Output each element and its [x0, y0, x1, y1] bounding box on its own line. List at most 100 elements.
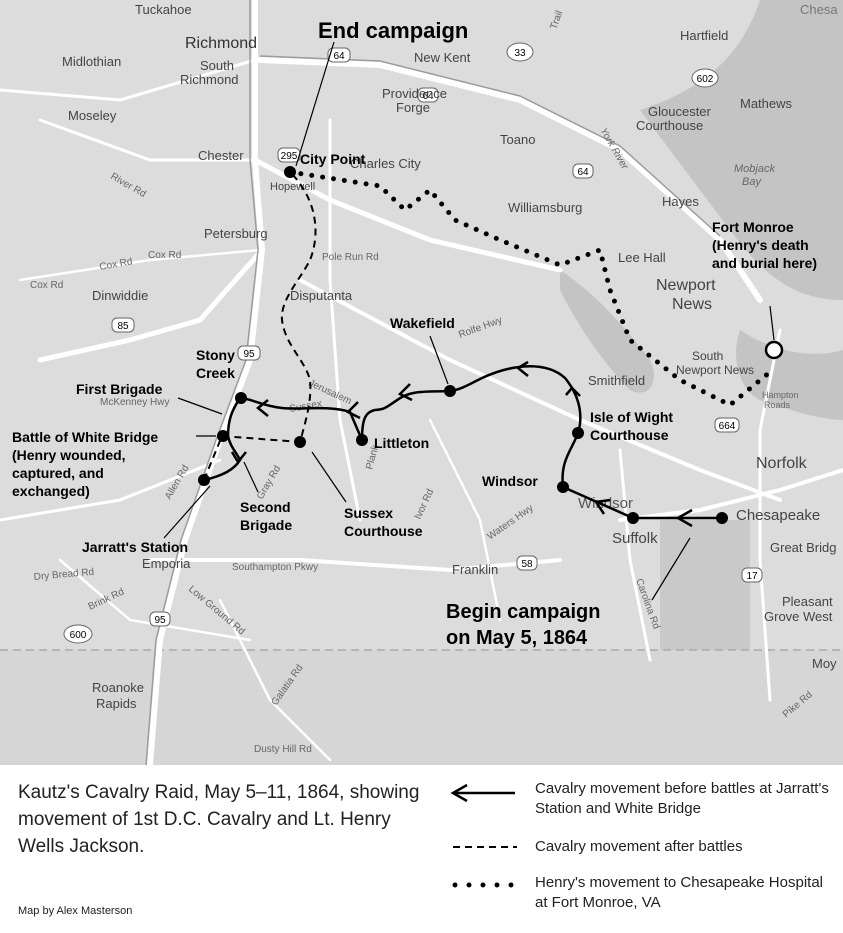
shield-label: 33: [514, 48, 526, 59]
highway-shields: 64 33 602 295 85 95 600 58 17 664 64 64 …: [63, 42, 763, 644]
shield-label: 64: [422, 91, 434, 102]
place-label: Chesa: [800, 2, 838, 17]
shield-label: 95: [154, 615, 166, 626]
sussex-courthouse-label: Sussex Courthouse: [344, 505, 423, 539]
road-label: Pole Run Rd: [322, 252, 379, 263]
shield: 17: [741, 567, 763, 583]
chesapeake-marker: [716, 512, 728, 524]
shield: 33: [506, 42, 534, 62]
place-label: Tuckahoe: [135, 2, 192, 17]
shield-label: 64: [333, 51, 345, 62]
route-arrow-icon: [593, 498, 611, 515]
place-label: Norfolk: [756, 455, 808, 472]
jarratts-station-label: Jarratt's Station: [82, 539, 188, 555]
route-arrow-icon: [565, 386, 581, 397]
shield: 58: [516, 555, 538, 571]
place-label: Lee Hall: [618, 250, 666, 265]
windsor-label: Windsor: [482, 473, 538, 489]
shield-label: 295: [281, 151, 298, 162]
dashed-line-icon: [453, 846, 517, 848]
white-bridge-marker: [217, 430, 229, 442]
place-label: Midlothian: [62, 54, 121, 69]
place-label: Williamsburg: [508, 200, 582, 215]
road-label: Cox Rd: [30, 280, 63, 291]
windsor-marker: [557, 481, 569, 493]
place-label: Petersburg: [204, 226, 268, 241]
begin-campaign-label: Begin campaign on May 5, 1864: [446, 601, 606, 649]
map: 64 33 602 295 85 95 600 58 17 664 64 64 …: [0, 0, 843, 765]
end-campaign-label: End campaign: [318, 18, 468, 43]
legend-label: Henry's movement to Chesapeake Hospital …: [535, 874, 824, 911]
road-label: Cox Rd: [148, 250, 181, 261]
shield-label: 664: [719, 421, 736, 432]
water-bodies: [560, 0, 843, 420]
legend-label: Cavalry movement after battles: [535, 838, 743, 855]
stony-creek-label: Stony Creek: [196, 347, 239, 381]
route-arrow-icon: [397, 383, 413, 402]
place-label: Moseley: [68, 108, 117, 123]
place-label: Smithfield: [588, 373, 645, 388]
legend-label: Cavalry movement before battles at Jarra…: [535, 780, 829, 817]
road-label: Dusty Hill Rd: [254, 744, 312, 755]
fort-monroe-label: Fort Monroe (Henry's death and burial he…: [712, 219, 817, 271]
place-label: Mathews: [740, 96, 793, 111]
shield: 64: [417, 87, 439, 103]
suffolk-marker: [627, 512, 639, 524]
place-label: Richmond: [185, 35, 257, 52]
dotted-line-icon: [452, 882, 522, 888]
legend-item-dashed: Cavalry movement after battles: [445, 837, 840, 885]
legend-panel: Kautz's Cavalry Raid, May 5–11, 1864, sh…: [0, 765, 843, 933]
road-label: Dry Bread Rd: [33, 567, 94, 583]
shield-label: 58: [521, 559, 533, 570]
route-arrow-icon: [515, 360, 529, 377]
state-line-shade: [0, 650, 843, 765]
shield-label: 17: [746, 571, 758, 582]
shield-label: 602: [697, 74, 714, 85]
map-credit: Map by Alex Masterson: [18, 905, 133, 917]
place-label: Great Bridg: [770, 540, 836, 555]
place-label: Dinwiddie: [92, 288, 148, 303]
littleton-marker: [356, 434, 368, 446]
place-label: Charles City: [350, 156, 421, 171]
location-markers: [198, 166, 784, 524]
route-arrow-icon: [675, 508, 693, 528]
solid-arrow-icon: [450, 783, 515, 803]
place-label: Toano: [500, 132, 535, 147]
shield: 85: [111, 317, 135, 333]
wakefield-marker: [444, 385, 456, 397]
shield-label: 95: [243, 349, 255, 360]
sussex-courthouse-marker: [294, 436, 306, 448]
shield: 64: [327, 47, 351, 63]
shield: 602: [691, 68, 719, 88]
swamp-area: [660, 520, 750, 670]
isle-of-wight-marker: [572, 427, 584, 439]
place-label: Suffolk: [612, 530, 658, 547]
place-label: Chesapeake: [736, 507, 820, 524]
littleton-label: Littleton: [374, 435, 429, 451]
place-label: Chester: [198, 148, 244, 163]
road-label: Southampton Pkwy: [232, 562, 318, 573]
first-brigade-label: First Brigade: [76, 381, 163, 397]
route-arrow-icon: [255, 399, 269, 417]
cavalry-route-after-battles: [203, 171, 317, 481]
map-caption: Kautz's Cavalry Raid, May 5–11, 1864, sh…: [18, 782, 420, 857]
roads: [0, 0, 843, 765]
stony-creek-marker: [235, 392, 247, 404]
place-label: Emporia: [142, 556, 191, 571]
second-brigade-label: Second Brigade: [240, 499, 294, 533]
jarratts-station-marker: [198, 474, 210, 486]
route-arrow-icon: [345, 401, 361, 420]
place-label: Moy: [812, 656, 837, 671]
shield: 95: [149, 611, 171, 627]
shield: 600: [63, 624, 93, 644]
city-point-marker: [284, 166, 296, 178]
